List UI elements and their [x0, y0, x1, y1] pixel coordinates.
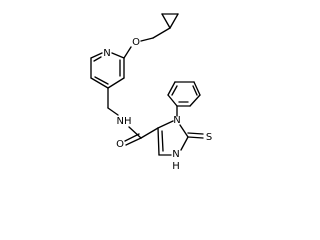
bond-cyclopropyl-2	[169, 13, 179, 29]
atom-label-pyridine-n: N	[103, 48, 110, 59]
bond-pyridine-c2-n1	[111, 52, 125, 59]
bond-cyclopropyl-3	[161, 13, 171, 29]
bond-amide-n-carbonyl	[128, 126, 142, 139]
bond-pyridine-n1-c6-inner	[93, 56, 102, 62]
bond-pyridine-c5-c4-inner	[94, 76, 109, 85]
bond-phenyl-2	[167, 81, 176, 96]
bond-imidazole-c4-c5-inner	[161, 130, 164, 152]
bond-pyridine-c4-c3	[107, 77, 125, 89]
bond-ch2-amide-n	[107, 107, 119, 116]
atom-label-imidazole-h: H	[172, 161, 180, 172]
atom-label-ether-o: O	[132, 37, 140, 48]
bond-imidazole-n3-c2	[179, 124, 189, 138]
molecule-structure-diagram: N O NH O N N H S	[90, 13, 212, 172]
bond-imidazole-c5-n3	[157, 120, 174, 129]
bond-phenyl-1	[167, 94, 178, 107]
bond-oxygen-pyridine	[123, 46, 132, 59]
bond-phenyl-4	[193, 81, 201, 96]
bond-pyridine-c5-c4	[90, 77, 109, 89]
bond-carbonyl-oxygen-double	[124, 133, 140, 142]
bond-carbonyl-c5	[140, 127, 159, 139]
bond-phenyl-inner-1	[171, 85, 178, 96]
bond-cyclopropyl-ch2	[152, 27, 171, 39]
atom-label-imidazole-nh-n: N	[172, 149, 179, 160]
atom-labels: N O NH O N N H S	[103, 37, 212, 172]
bond-pyridine-n1-c6	[90, 52, 103, 59]
bond-thione-double	[187, 132, 204, 135]
bond-carbonyl-oxygen	[125, 137, 142, 146]
atom-label-carbonyl-o: O	[116, 139, 124, 150]
bond-ch2-oxygen	[140, 37, 154, 42]
atom-label-thione-s: S	[206, 132, 212, 143]
atom-label-imidazole-n: N	[173, 115, 180, 126]
bond-phenyl-inner-2	[192, 85, 198, 96]
bond-lines	[90, 13, 204, 156]
bond-imidazole-c4-c5	[157, 127, 160, 156]
atom-label-amide-nh: NH	[117, 116, 132, 127]
bond-thione	[187, 136, 204, 139]
bond-phenyl-5	[189, 94, 201, 107]
bond-imidazole-c2-n1	[180, 136, 189, 151]
